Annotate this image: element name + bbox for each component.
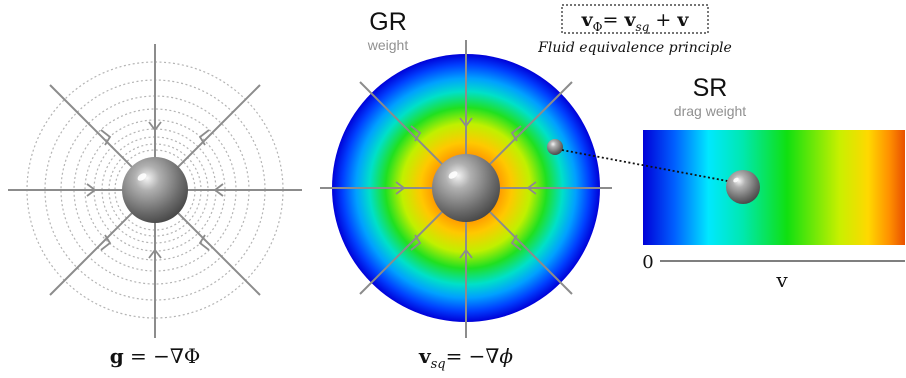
connector-dotted-line: [561, 149, 739, 184]
inflow-eq-sub: sq: [431, 357, 446, 372]
gr-title: GR: [369, 8, 407, 36]
inflow-eq-phi: ϕ: [499, 344, 513, 368]
eq-v-sq-sub: sq: [636, 20, 650, 34]
equivalence-box-border: [561, 4, 709, 34]
inflow-eq-lhs: v: [418, 344, 432, 368]
test-particle: [547, 139, 563, 155]
inflow-arrows: [395, 117, 537, 259]
eq-v-phi: v: [581, 9, 594, 31]
sr-subtitle: drag weight: [674, 103, 746, 119]
eq-v: v: [676, 9, 689, 31]
axis-v-label: v: [775, 268, 788, 292]
equivalence-box: vΦ= vsq + v Fluid equivalence principle: [537, 4, 732, 56]
mass-sphere-center: [432, 154, 500, 222]
gr-weight-panel: GR weight vsq= −∇ϕ: [320, 8, 612, 372]
eq-plus: +: [649, 9, 677, 31]
equation-rhs-grad-phi: = −∇Φ: [130, 344, 200, 368]
sr-title: SR: [693, 74, 728, 102]
eq-equals: =: [602, 9, 624, 31]
velocity-gradient-bar: [643, 130, 905, 245]
inflow-equation: vsq= −∇ϕ: [418, 344, 513, 372]
gravity-equation: g = −∇Φ: [110, 344, 201, 368]
eq-v-sq: v: [623, 9, 636, 31]
axis-zero-label: 0: [642, 252, 653, 273]
sphere-highlight-center: [448, 171, 458, 179]
gr-subtitle: weight: [367, 37, 409, 53]
mass-sphere: [122, 157, 188, 223]
drag-particle: [726, 170, 760, 204]
equivalence-equation: vΦ= vsq + v: [581, 9, 690, 34]
equation-lhs-g: g: [110, 344, 124, 368]
drag-particle-highlight: [733, 177, 739, 183]
inflow-eq-mid: = −∇: [446, 344, 500, 368]
sr-drag-panel: SR drag weight 0 v: [561, 74, 905, 292]
fluid-equivalence-caption: Fluid equivalence principle: [537, 40, 732, 56]
field-arrows: [86, 121, 224, 259]
newtonian-field-panel: g = −∇Φ: [8, 44, 302, 368]
sphere-highlight: [137, 173, 147, 181]
eq-v-phi-sub: Φ: [593, 20, 603, 34]
